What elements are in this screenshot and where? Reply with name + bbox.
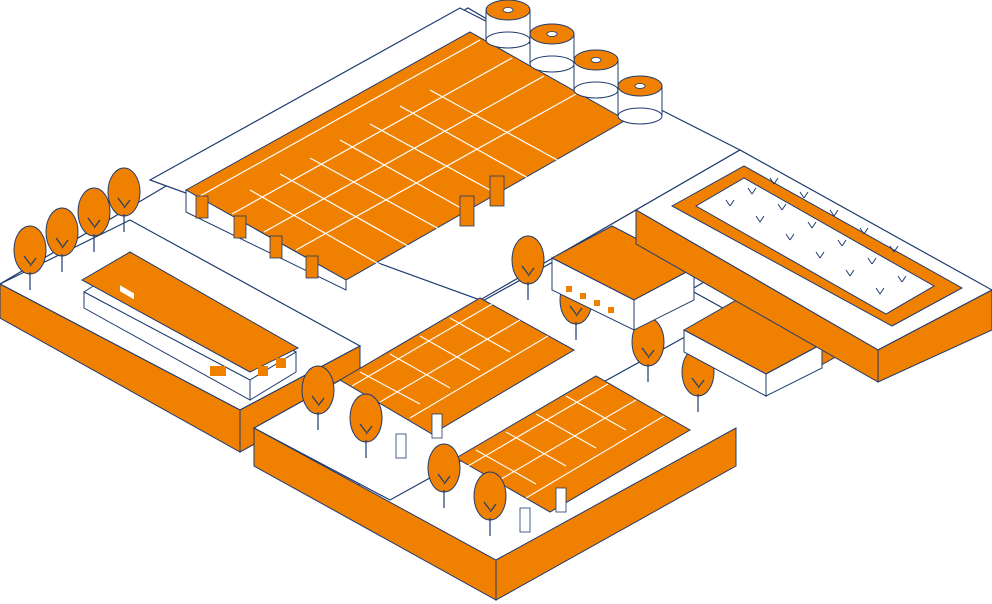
north-greenhouse-block: [148, 0, 742, 301]
west-warehouse-block: [0, 167, 362, 453]
north-greenhouses: [184, 31, 628, 301]
east-building-block: [550, 225, 696, 331]
small-building: [682, 297, 824, 397]
center-greenhouses: [339, 297, 691, 533]
warehouse: [80, 251, 300, 401]
crop-plants: [725, 177, 907, 295]
east-crop-field-block: [634, 149, 992, 383]
